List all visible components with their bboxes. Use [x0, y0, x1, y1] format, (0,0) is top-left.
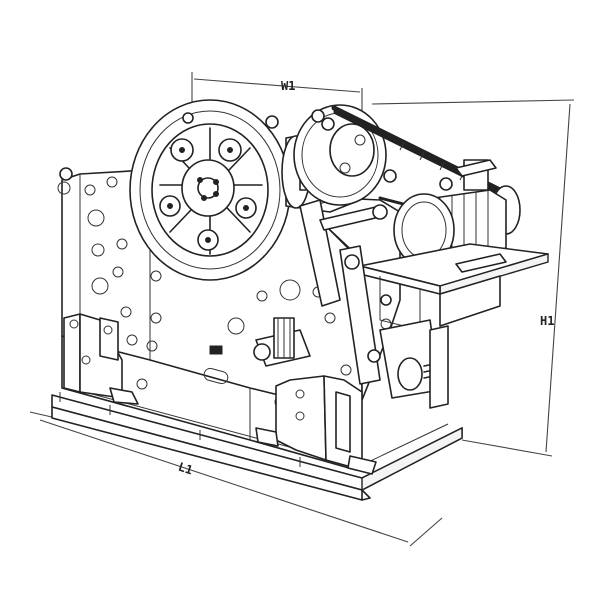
height-dimension: H1	[371, 99, 575, 457]
length-label: L1	[176, 460, 194, 478]
height-label: H1	[540, 314, 554, 328]
width-label: W1	[281, 79, 295, 93]
motor-platform	[359, 243, 549, 331]
right-support	[255, 375, 377, 475]
electric-motor	[393, 159, 507, 267]
adjust-bolt	[253, 317, 311, 367]
toggle-linkage	[299, 199, 449, 409]
base-frame	[51, 387, 463, 501]
lifting-eyes	[59, 109, 325, 181]
left-support	[63, 313, 139, 405]
flywheel	[129, 99, 291, 281]
belt-pulley	[293, 104, 397, 206]
